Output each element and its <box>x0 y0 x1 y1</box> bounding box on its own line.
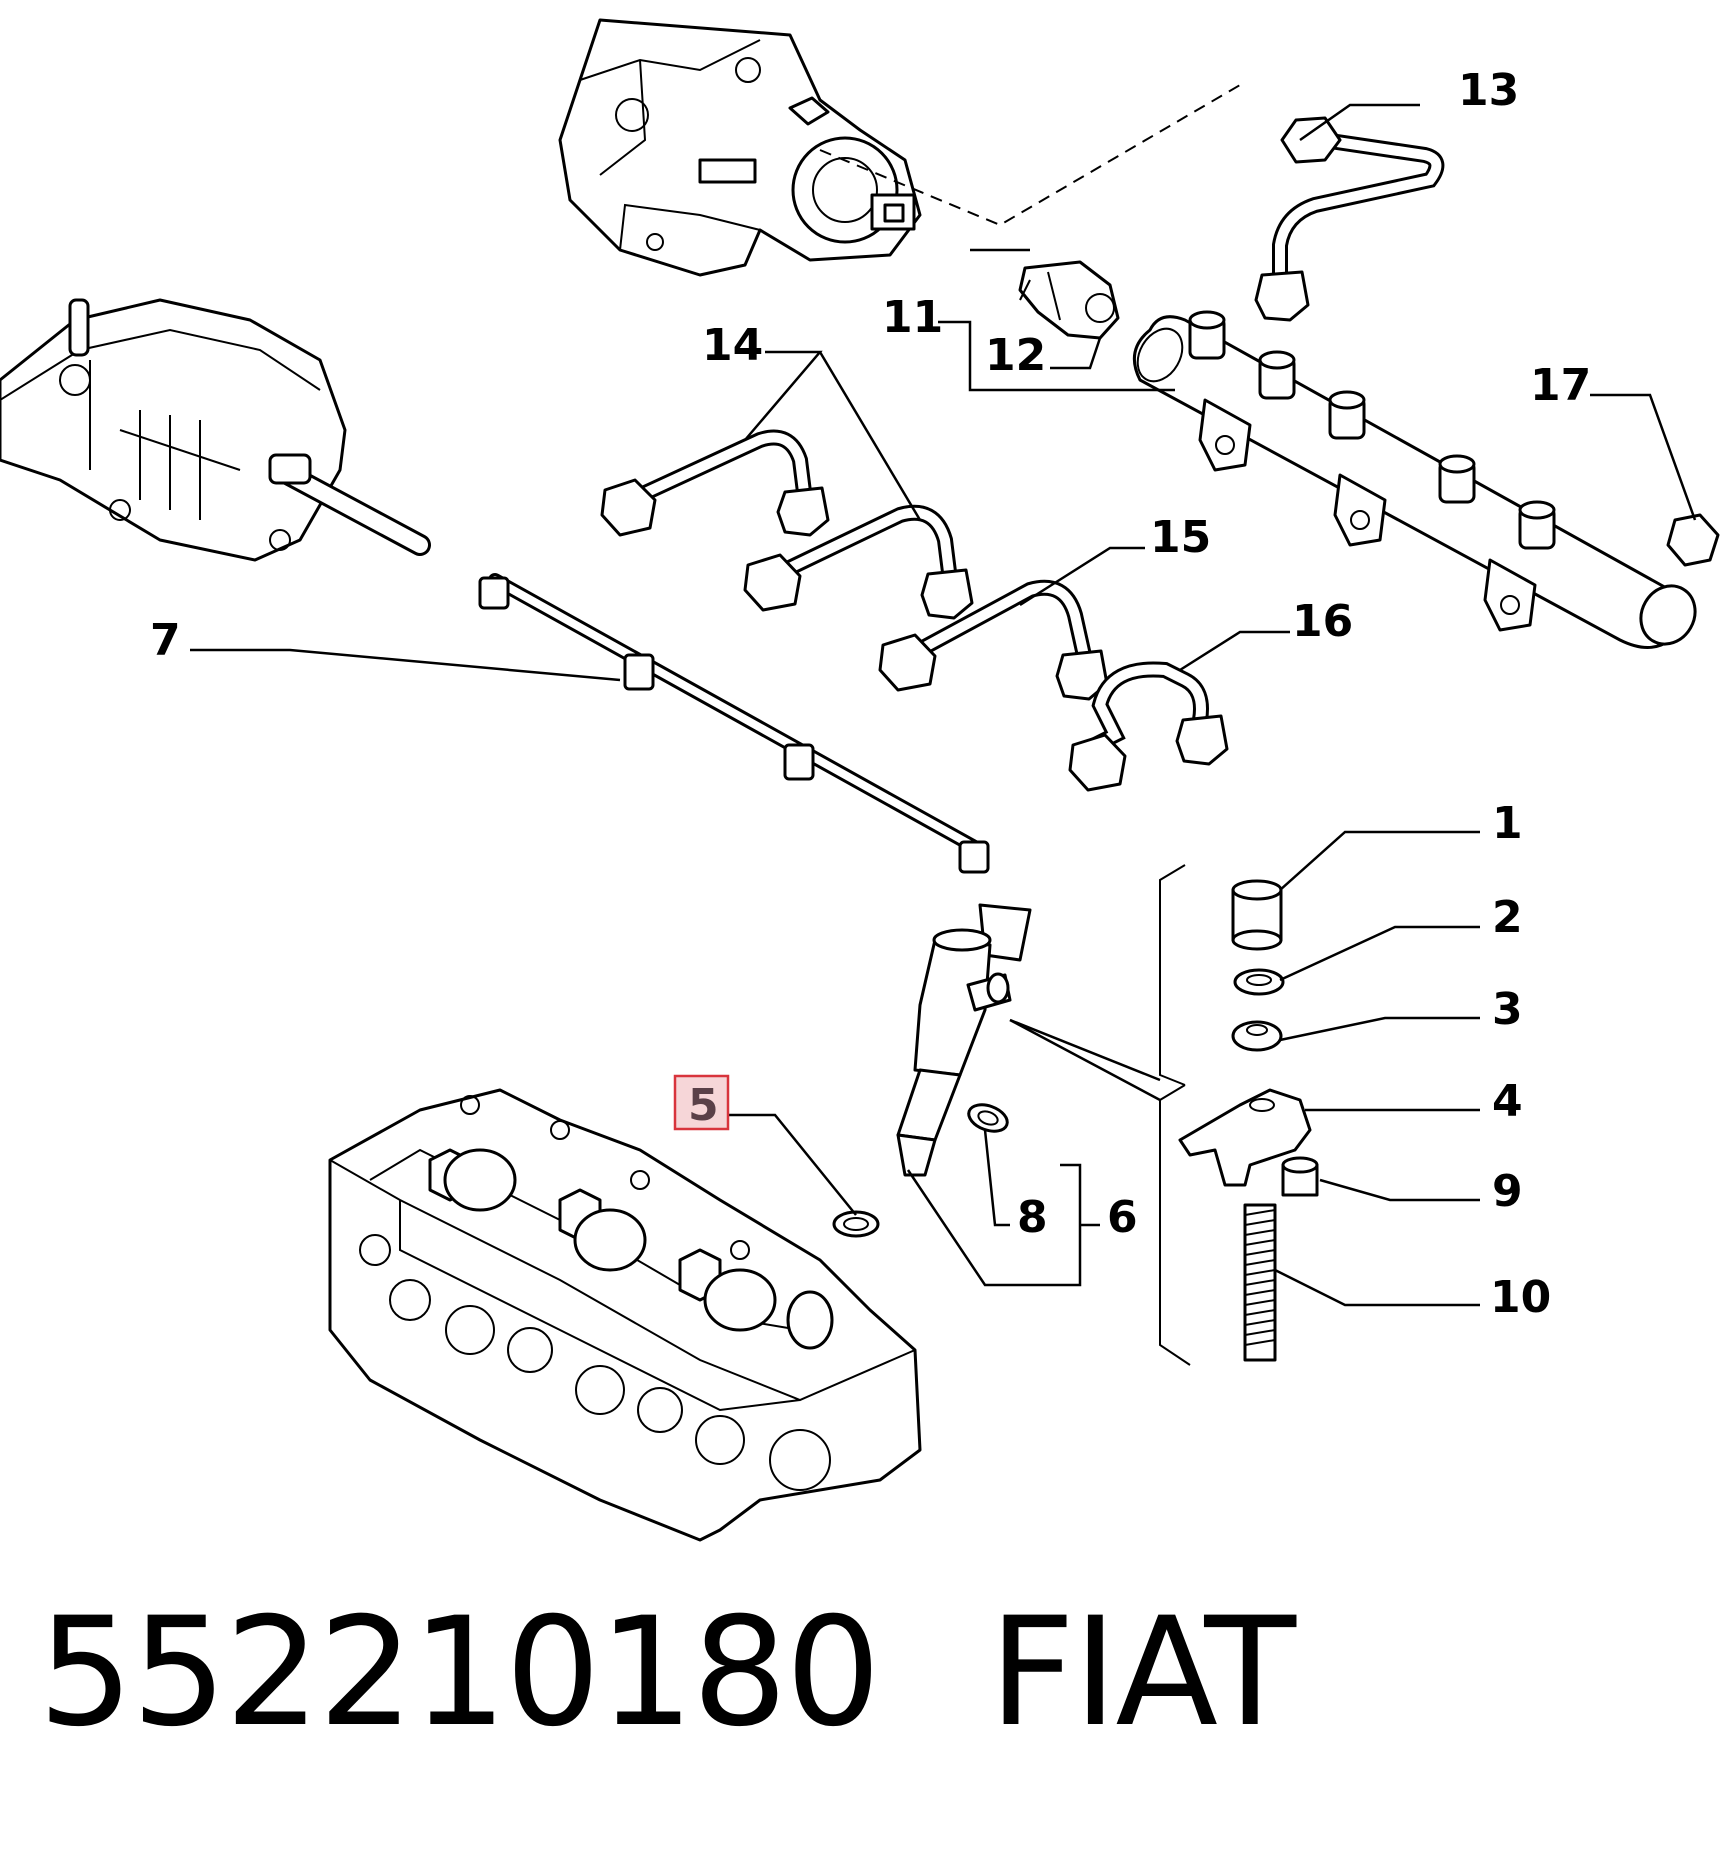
bracket-outline-lower <box>1159 1084 1191 1366</box>
clip-8 <box>967 1103 1009 1133</box>
brand-name: FIAT <box>988 1586 1296 1760</box>
callout-5[interactable]: 5 <box>688 1080 719 1131</box>
leader-lines <box>190 103 1697 1307</box>
sleeve-1 <box>1231 879 1283 951</box>
washer-2 <box>1233 968 1285 996</box>
pipe-15 <box>878 579 1109 701</box>
callout-2[interactable]: 2 <box>1492 892 1523 943</box>
spacer-3 <box>1231 1020 1283 1052</box>
leak-off-pipe-7 <box>478 573 990 874</box>
stud-10 <box>1243 1203 1277 1362</box>
callout-4[interactable]: 4 <box>1492 1076 1523 1127</box>
part-number: 552210180 <box>38 1586 881 1760</box>
washer-5 <box>832 1210 880 1238</box>
dashed-connection-line <box>819 84 1241 227</box>
callout-12[interactable]: 12 <box>985 330 1046 381</box>
fuel-rail-11 <box>1132 310 1697 649</box>
pressure-sensor-12 <box>1018 260 1120 340</box>
pipe-14-a <box>600 429 830 537</box>
pipe-16 <box>1068 661 1229 792</box>
bracket-outline <box>1159 864 1186 1086</box>
callout-1[interactable]: 1 <box>1492 798 1523 849</box>
washer-9 <box>1281 1156 1319 1197</box>
callout-14[interactable]: 14 <box>702 320 763 371</box>
callout-3[interactable]: 3 <box>1492 984 1523 1035</box>
highlight-box-5 <box>673 1074 730 1131</box>
callout-15[interactable]: 15 <box>1150 512 1211 563</box>
pipe-13 <box>1254 116 1445 322</box>
callout-7[interactable]: 7 <box>150 615 181 666</box>
pipe-14-b <box>743 504 974 620</box>
injector-6 <box>896 903 1032 1177</box>
callout-16[interactable]: 16 <box>1292 596 1353 647</box>
callout-13[interactable]: 13 <box>1458 65 1519 116</box>
clamp-4 <box>1178 1088 1312 1187</box>
callout-17[interactable]: 17 <box>1530 360 1591 411</box>
high-pressure-pump <box>558 18 922 277</box>
callout-8[interactable]: 8 <box>1017 1192 1048 1243</box>
callout-11[interactable]: 11 <box>882 292 943 343</box>
fuel-filter-housing <box>0 298 431 562</box>
cylinder-head <box>328 1088 922 1542</box>
callout-10[interactable]: 10 <box>1490 1272 1551 1323</box>
callout-9[interactable]: 9 <box>1492 1166 1523 1217</box>
nut-17 <box>1666 513 1720 567</box>
part-number-footer: 552210180 FIAT <box>38 1586 1296 1760</box>
callout-6[interactable]: 6 <box>1107 1192 1138 1243</box>
